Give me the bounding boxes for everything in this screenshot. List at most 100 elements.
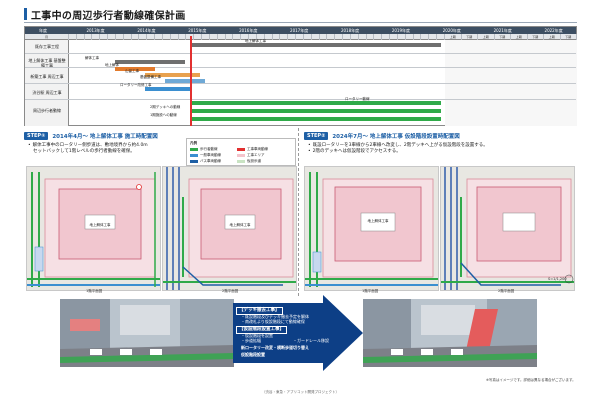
schedule-month-cell (234, 34, 242, 40)
schedule-month-cell (312, 34, 320, 40)
transition-arrow: 【デッキ撤去工事】 ・既設階段及びデッキ撤去予定を解体 ・南改札より仮設階段にて… (233, 295, 363, 371)
schedule-month-cell (265, 34, 273, 40)
legend-item: 歩行者動線 (190, 147, 218, 151)
schedule-month-cell (335, 34, 344, 40)
legend-label: 工事車両動線 (247, 147, 268, 151)
schedule-month-header: 月上期下期上期下期上期下期上期下期 (25, 34, 577, 40)
site-label: 地上解体工事 (229, 223, 251, 227)
schedule-month-cell (132, 34, 140, 40)
step1-map-2f: 地上解体工事 (162, 166, 297, 291)
site-label: 地上解体工事 (89, 223, 111, 227)
step1-map-2f-label: 2階平面図 (222, 289, 239, 293)
schedule-bar (191, 43, 441, 47)
step1-bullet: セットバックして1階レベルの歩行者動線を確保。 (33, 149, 135, 154)
title-divider (24, 22, 577, 23)
schedule-year-label: 2017年度 (290, 28, 309, 33)
title-bar: 工事中の周辺歩行者動線確保計画 (24, 7, 186, 22)
legend-label: 仮設歩道 (247, 159, 261, 163)
schedule-year-label: 2013年度 (86, 28, 105, 33)
schedule-month-cell (398, 34, 406, 40)
schedule-bar (115, 60, 185, 64)
schedule-year-label: 2016年度 (239, 28, 258, 33)
schedule-row-divider (25, 99, 576, 100)
photo-note: ※写真はイメージです。詳細は異なる場合がございます。 (486, 378, 576, 382)
schedule-bar (191, 117, 441, 121)
site-label: 地上解体工事 (367, 219, 389, 223)
schedule-half-year-cell: 下期 (462, 34, 478, 40)
schedule-month-cell (406, 34, 414, 40)
arrow-line: ・歩道拡幅 (241, 338, 261, 343)
schedule-month-cell (241, 34, 250, 40)
schedule-bar (115, 67, 155, 71)
arrow-line: ・既設階段及びデッキ撤去予定を解体 (241, 314, 309, 319)
schedule-row-label-station: 渋谷駅 周辺工事 (32, 90, 62, 95)
schedule-month-cell (288, 34, 297, 40)
footer-text: （渋谷・東急・アプリコット開発プロジェクト） (262, 390, 339, 394)
arrow-heading-stairs: 【仮設階段設置工事】 (236, 326, 287, 334)
step2-badge: STEP② (304, 132, 329, 140)
schedule-year-label: 2021年度 (493, 28, 512, 33)
schedule-year-label: 2020年度 (442, 28, 461, 33)
schedule-bar-label: 地上解体工事 (245, 39, 266, 43)
schedule-month-cell (281, 34, 289, 40)
schedule-row-label-existing: 既存工事工程 (35, 44, 59, 49)
schedule-half-year-cell: 下期 (495, 34, 511, 40)
schedule-bar-label: 地上解体 (105, 63, 119, 67)
schedule-month-cell (93, 34, 101, 40)
schedule-month-cell (100, 34, 109, 40)
schedule-month-cell (124, 34, 132, 40)
legend-item: 一般車両動線 (190, 153, 221, 157)
step1-bullets: •解体工事中のロータリー側歩道は、敷地境界から約4.0m セットバックして1階レ… (28, 143, 148, 154)
schedule-bar-label: 山留工事 (125, 69, 139, 73)
schedule-month-cell (304, 34, 312, 40)
schedule-month-cell (202, 34, 210, 40)
arrow-heading-deck: 【デッキ撤去工事】 (236, 307, 283, 315)
schedule-month-cell (187, 34, 195, 40)
schedule-year-label: 2014年度 (137, 28, 156, 33)
schedule-month-label: 月 (25, 34, 69, 40)
schedule-month-cell (328, 34, 336, 40)
schedule-half-year-cell: 下期 (561, 34, 577, 40)
step2-bullet: 2階のデッキへは仮設階段でアクセスする。 (312, 149, 401, 154)
legend-item: 仮設歩道 (237, 159, 261, 163)
schedule-month-cell (351, 34, 359, 40)
legend-swatch (237, 147, 245, 151)
schedule-bar (165, 79, 205, 83)
schedule-bar-label: ロータリー改修工事 (120, 83, 152, 87)
street-rendering-after (363, 299, 537, 367)
schedule-month-cell (359, 34, 367, 40)
step1-map-1f-label: 1階平面図 (86, 289, 103, 293)
arrow-line-rotary: 新ロータリー改変・横断歩道切り替え (241, 345, 309, 350)
schedule-month-cell (85, 34, 93, 40)
schedule-half-year-cell: 上期 (478, 34, 495, 40)
after-photo (363, 299, 537, 367)
legend-swatch (190, 147, 198, 151)
step1-map-1f: 地上解体工事 (26, 166, 161, 291)
site-plan-drawing (163, 167, 296, 290)
schedule-row-divider (25, 53, 576, 54)
schedule-month-cell (116, 34, 124, 40)
arrow-line-stairs: 仮設階段設置 (241, 352, 265, 357)
schedule-half-year-cell: 上期 (511, 34, 528, 40)
legend-label: 工事エリア (247, 153, 265, 157)
site-plan-drawing (305, 167, 438, 290)
schedule-month-cell (147, 34, 156, 40)
schedule-bar (145, 73, 200, 77)
schedule-bar (191, 109, 441, 113)
arrow-line: ・南改札より仮設階段にて動線確保 (241, 319, 305, 324)
schedule-month-cell (226, 34, 234, 40)
schedule-row-divider (25, 83, 576, 84)
legend-title: 凡例 (190, 141, 197, 145)
step-divider (298, 128, 299, 296)
schedule-month-cell (273, 34, 281, 40)
legend-swatch (190, 153, 198, 157)
schedule-year-label: 2015年度 (188, 28, 207, 33)
schedule-year-label: 2018年度 (340, 28, 360, 33)
legend-label: 歩行者動線 (200, 147, 218, 151)
schedule-row-divider (25, 67, 576, 68)
schedule-month-cell (210, 34, 218, 40)
scale-label: S=1/1,200 (548, 277, 567, 281)
step2-bullet: 既設ロータリーを3車線から2車線へ改変し、2階デッキへ上がる仮設階段を設置する。 (312, 143, 488, 148)
